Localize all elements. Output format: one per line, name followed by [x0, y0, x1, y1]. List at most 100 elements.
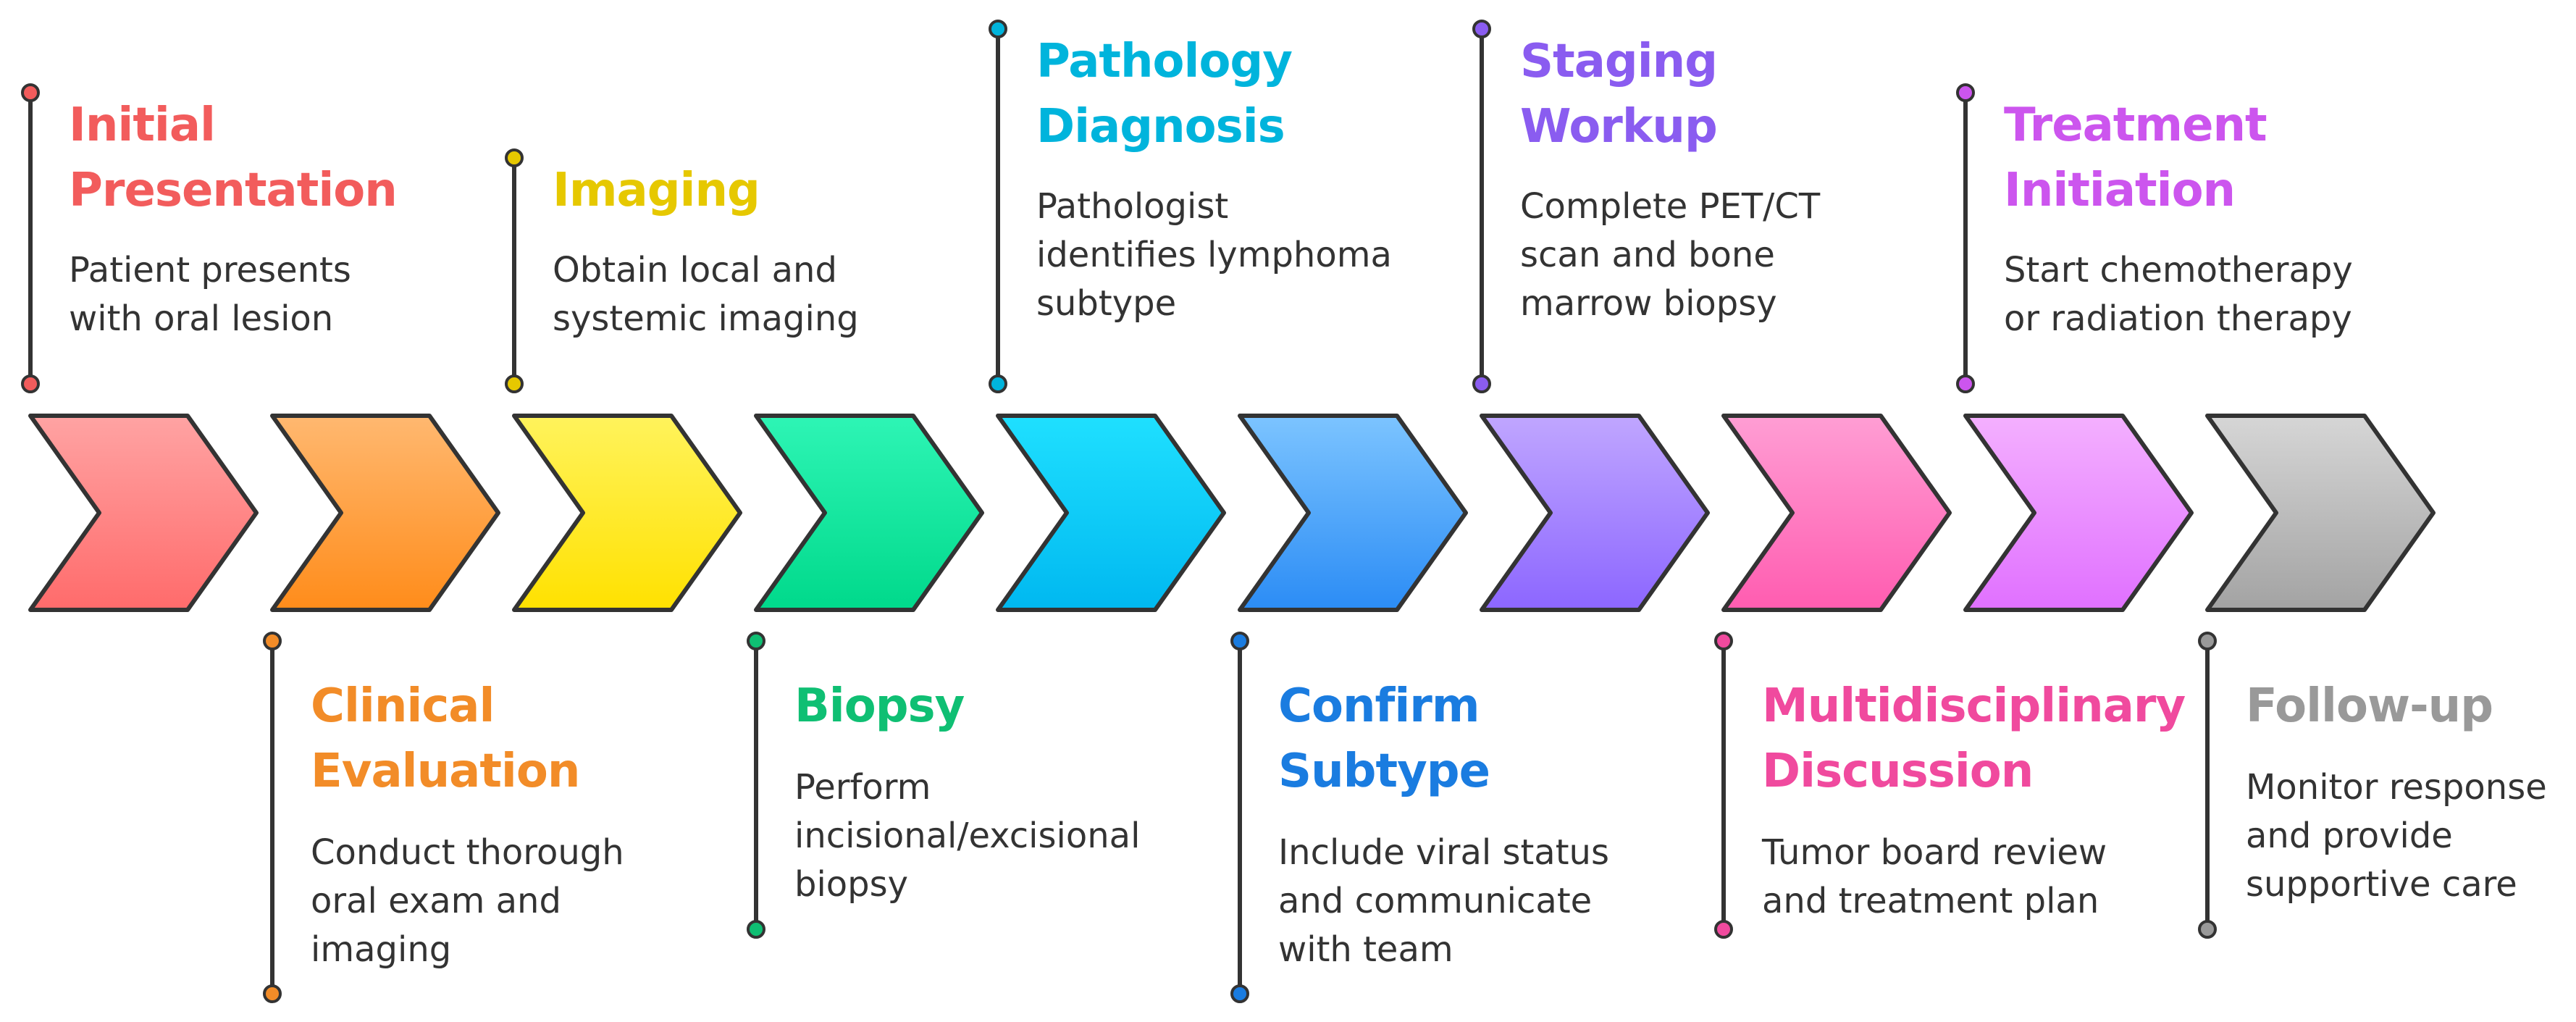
step-description-line: incisional/excisional [794, 816, 1141, 856]
step-description: Pathologist identifies lymphoma subtype [1036, 183, 1442, 328]
marker-dot-start-7 [1472, 20, 1491, 38]
marker-dot-start-9 [1956, 83, 1975, 102]
marker-dot-end-3 [505, 374, 524, 393]
chevron-step-6 [1238, 414, 1468, 612]
step-description-line: and provide [2246, 816, 2453, 856]
step-description: Patient presents with oral lesion [69, 246, 474, 343]
step-title-line: Initial [69, 99, 216, 152]
step-title-line: Presentation [69, 164, 398, 217]
step-description-line: with oral lesion [69, 298, 334, 339]
step-title-line: Imaging [553, 164, 760, 217]
step-description-line: Conduct thorough [311, 832, 624, 873]
step-description: Perform incisional/excisional biopsy [794, 763, 1200, 909]
step-title-line: Treatment [2004, 99, 2267, 152]
marker-dot-end-4 [747, 920, 765, 939]
step-description-line: Tumor board review [1762, 832, 2107, 873]
marker-dot-end-6 [1230, 984, 1249, 1003]
step-title: Biopsy [794, 674, 1200, 739]
step-description-line: subtype [1036, 283, 1177, 324]
step-description-line: and treatment plan [1762, 881, 2099, 921]
marker-dot-start-2 [263, 632, 282, 650]
step-description-line: Pathologist [1036, 186, 1229, 227]
step-description: Tumor board review and treatment plan [1762, 829, 2168, 926]
marker-dot-end-10 [2198, 920, 2217, 939]
step-description-line: or radiation therapy [2004, 298, 2352, 339]
step-title-line: Workup [1520, 100, 1718, 154]
step-description-line: Obtain local and [553, 250, 837, 290]
step-description-line: scan and bone [1520, 235, 1775, 275]
marker-dot-start-3 [505, 148, 524, 167]
step-title-line: Initiation [2004, 164, 2236, 217]
chevron-step-3 [512, 414, 742, 612]
marker-dot-start-1 [21, 83, 40, 102]
step-description: Complete PET/CT scan and bone marrow biops… [1520, 183, 1926, 328]
step-description-line: systemic imaging [553, 298, 859, 339]
step-title: Follow-up [2246, 674, 2573, 739]
step-title-line: Subtype [1278, 745, 1490, 798]
marker-dot-end-7 [1472, 374, 1491, 393]
step-title-line: Biopsy [794, 679, 965, 733]
step-description-line: marrow biopsy [1520, 283, 1777, 324]
step-description-line: identifies lymphoma [1036, 235, 1392, 275]
step-title-line: Clinical [311, 679, 495, 733]
step-title-line: Multidisciplinary [1762, 679, 2186, 733]
chevron-step-1 [28, 414, 259, 612]
step-description: Start chemotherapy or radiation therapy [2004, 246, 2409, 343]
step-description-line: Patient presents [69, 250, 351, 290]
marker-dot-end-5 [989, 374, 1007, 393]
marker-dot-end-2 [263, 984, 282, 1003]
chevron-step-9 [1963, 414, 2194, 612]
step-title-line: Diagnosis [1036, 100, 1285, 154]
chevron-step-10 [2205, 414, 2436, 612]
marker-dot-end-1 [21, 374, 40, 393]
step-title-line: Follow-up [2246, 679, 2493, 733]
step-title-line: Discussion [1762, 745, 2034, 798]
step-description-line: biopsy [794, 864, 909, 905]
step-description-line: Start chemotherapy [2004, 250, 2353, 290]
marker-dot-start-6 [1230, 632, 1249, 650]
step-description-line: Include viral status [1278, 832, 1609, 873]
marker-dot-end-9 [1956, 374, 1975, 393]
chevron-step-8 [1721, 414, 1952, 612]
step-description-line: Perform [794, 767, 931, 808]
step-description-line: Complete PET/CT [1520, 186, 1821, 227]
chevron-step-4 [754, 414, 984, 612]
step-description: Conduct thorough oral exam and imaging [311, 829, 716, 974]
step-title: Imaging [553, 158, 958, 223]
step-description: Obtain local and systemic imaging [553, 246, 958, 343]
marker-dot-start-4 [747, 632, 765, 650]
step-title-line: Pathology [1036, 35, 1293, 88]
step-title-line: Confirm [1278, 679, 1480, 733]
marker-dot-start-8 [1714, 632, 1733, 650]
step-description-line: supportive care [2246, 864, 2517, 905]
chevron-step-2 [270, 414, 500, 612]
step-description-line: imaging [311, 929, 452, 970]
step-description-line: and communicate [1278, 881, 1593, 921]
step-description-line: oral exam and [311, 881, 561, 921]
marker-dot-end-8 [1714, 920, 1733, 939]
chevron-step-5 [996, 414, 1226, 612]
marker-dot-start-5 [989, 20, 1007, 38]
marker-dot-start-10 [2198, 632, 2217, 650]
